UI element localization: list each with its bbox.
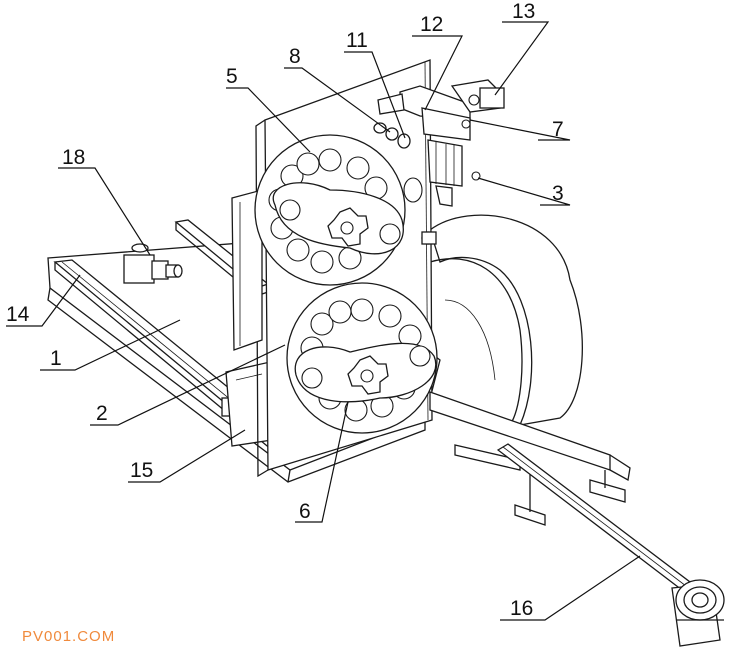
label-1: 1	[50, 347, 62, 370]
label-15: 15	[130, 459, 153, 482]
drive-cylinder	[123, 243, 183, 284]
watermark-text: PV001.COM	[22, 628, 116, 645]
label-12: 12	[420, 13, 443, 36]
lower-wheel	[286, 282, 438, 434]
curved-drum	[429, 214, 583, 426]
gripper-assembly	[377, 79, 505, 207]
label-7: 7	[552, 118, 564, 141]
side-support-plate	[231, 189, 263, 351]
label-3: 3	[552, 182, 564, 205]
bearing-housing	[671, 579, 725, 647]
plate-hole	[403, 177, 423, 203]
label-18: 18	[62, 146, 85, 169]
label-8: 8	[289, 45, 301, 68]
label-13: 13	[512, 0, 535, 23]
label-14: 14	[6, 303, 30, 326]
label-16: 16	[510, 597, 533, 620]
leader-lines	[6, 21, 641, 621]
sensor-pins	[373, 122, 437, 245]
upper-wheel	[254, 134, 406, 286]
label-2: 2	[96, 402, 108, 425]
slide-bracket	[225, 361, 273, 447]
label-6: 6	[299, 500, 311, 523]
label-5: 5	[226, 65, 238, 88]
support-feet	[454, 444, 626, 526]
rear-beam	[429, 391, 631, 482]
label-11: 11	[346, 29, 368, 52]
